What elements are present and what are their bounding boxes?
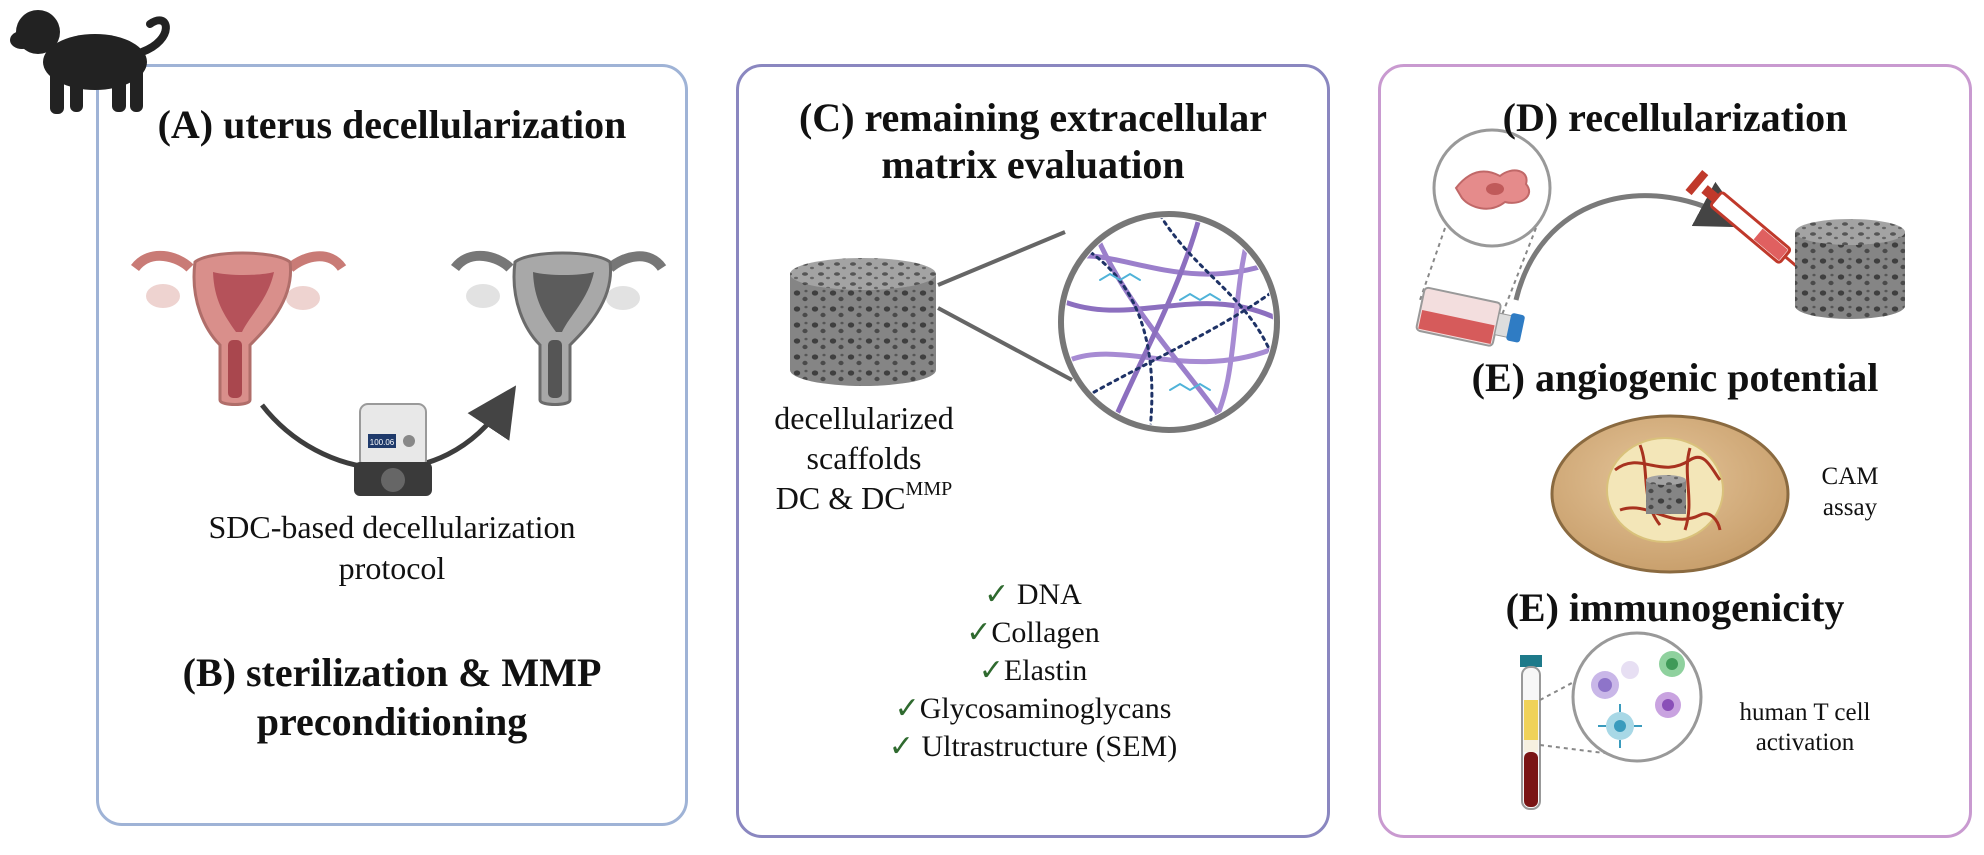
protocol-label-line2: protocol <box>338 550 446 586</box>
checkmark-icon: ✓ <box>978 653 1004 688</box>
blood-tube-icon <box>1520 655 1542 810</box>
zoom-line <box>1499 227 1537 321</box>
zoom-line <box>937 306 1073 382</box>
zoom-line <box>937 230 1066 287</box>
monkey-icon <box>10 10 170 114</box>
cam-label-line1: CAM <box>1821 463 1879 490</box>
protocol-label-line1: SDC-based decellularization <box>208 509 576 545</box>
scaffold-label-text: DC & DC <box>775 480 906 516</box>
uterus-icon <box>131 250 347 406</box>
checkmark-icon: ✓ <box>888 729 914 764</box>
panel-d-title: (D) recellularization <box>1502 95 1848 140</box>
scaffold-label-line1: decellularized <box>774 400 954 436</box>
checkmark-icon: ✓ <box>966 615 992 650</box>
cam-label-line2: assay <box>1822 494 1878 521</box>
checklist-item: ✓Collagen <box>760 614 1306 652</box>
checklist-item: ✓Elastin <box>760 652 1306 690</box>
panel-c-title-line2: matrix evaluation <box>881 142 1185 187</box>
evaluation-checklist: ✓ DNA ✓Collagen ✓Elastin ✓Glycosaminogly… <box>760 576 1306 766</box>
panel-e-immunogenicity-title: (E) immunogenicity <box>1505 585 1845 630</box>
pump-display-text: 100.06 <box>370 438 395 447</box>
process-arrow <box>1513 181 1748 301</box>
panel-b-title-line1: (B) sterilization & MMP <box>182 650 602 695</box>
scaffold-icon <box>790 258 936 386</box>
checklist-item-label: Ultrastructure (SEM) <box>921 730 1178 763</box>
tcell-label-line2: activation <box>1755 729 1855 756</box>
panel-e-angiogenic-title: (E) angiogenic potential <box>1471 355 1879 400</box>
panel-a-title: (A) uterus decellularization <box>157 102 627 147</box>
checklist-item: ✓ DNA <box>760 576 1306 614</box>
immune-cells-icon <box>1571 631 1703 763</box>
syringe-icon <box>1685 170 1813 281</box>
checklist-item-label: Collagen <box>991 616 1100 649</box>
fiber-network-icon <box>1058 211 1280 433</box>
scaffold-label-line3: DC & DCMMP <box>748 478 980 518</box>
checklist-item: ✓Glycosaminoglycans <box>760 690 1306 728</box>
panel-c-title-line1: (C) remaining extracellular <box>798 95 1268 140</box>
tcell-label-line1: human T cell <box>1739 699 1871 726</box>
peristaltic-pump-icon <box>354 403 432 496</box>
scaffold-label-line2: scaffolds <box>806 440 922 476</box>
egg-cam-icon <box>1550 414 1790 574</box>
scaffold-icon <box>1795 219 1905 319</box>
checklist-item-label: DNA <box>1016 578 1082 611</box>
checklist-item-label: Elastin <box>1003 654 1088 687</box>
decellularized-uterus-icon <box>451 250 667 406</box>
checklist-item: ✓ Ultrastructure (SEM) <box>760 728 1306 766</box>
checkmark-icon: ✓ <box>894 691 920 726</box>
scaffold-label-superscript: MMP <box>905 478 953 500</box>
cell-icon <box>1432 128 1552 248</box>
culture-flask-icon <box>1415 286 1525 347</box>
checklist-item-label: Glycosaminoglycans <box>919 692 1172 725</box>
panel-c-ecm-evaluation <box>736 64 1330 838</box>
panel-b-title-line2: preconditioning <box>256 699 528 744</box>
checkmark-icon: ✓ <box>984 577 1010 612</box>
